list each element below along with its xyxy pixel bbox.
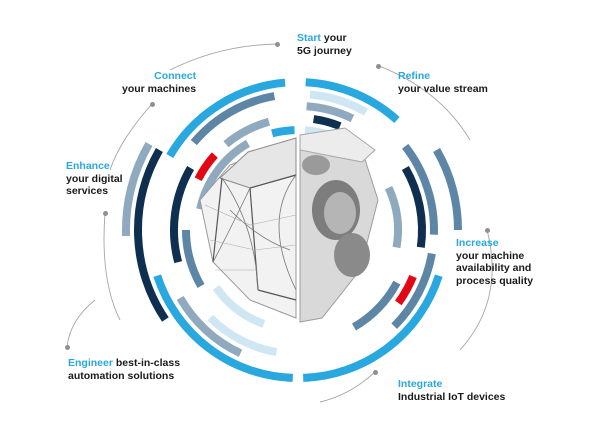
wireframe-lattice — [212, 174, 297, 291]
ring-arc-right-outermost — [433, 148, 463, 231]
connector-curve-enhance — [103, 212, 121, 321]
ring-arc-left — [182, 229, 205, 288]
connector-dot-refine — [376, 64, 381, 69]
connector-dot-engineer — [65, 345, 70, 350]
ring-arc-left-inner — [271, 126, 295, 138]
wireframe-edge — [212, 177, 223, 263]
wireframe-edge — [249, 174, 297, 189]
ring-arc-right — [384, 186, 402, 249]
ring-arc-left — [223, 117, 271, 148]
ring-arc-left-outer-upper — [166, 78, 286, 159]
ring-arc-left — [212, 285, 266, 328]
ring-arc-right-outer-lower — [303, 274, 443, 382]
solid-cube-hole — [302, 155, 330, 175]
ring-arc-right — [391, 252, 436, 330]
connector-dot-integrate — [373, 370, 378, 375]
ring-arc-left-far — [122, 142, 153, 237]
connector-dot-connect — [150, 102, 155, 107]
ring-arc-right — [306, 102, 355, 123]
ring-arc-left — [176, 295, 243, 357]
label-connect: Connect your machines — [122, 70, 197, 95]
label-enhance: Enhance your digital services — [66, 160, 123, 197]
ring-arc-left — [190, 92, 276, 146]
ring-arc-left-red — [194, 152, 218, 182]
label-integrate: Integrate Industrial IoT devices — [398, 378, 506, 403]
connector-curve-increase — [459, 229, 493, 351]
ring-arc-left — [207, 314, 278, 357]
connector-dot-increase — [485, 228, 490, 233]
ring-arcs — [122, 52, 463, 410]
label-increase: Increase your machine availability and p… — [456, 237, 534, 287]
ring-arc-right — [309, 90, 368, 116]
connector-curve-refine — [378, 65, 471, 141]
solid-cube-hole-inner — [324, 192, 356, 234]
ring-arc-left-outermost — [133, 148, 169, 322]
ring-arc-right — [351, 280, 401, 331]
connector-curve-connect — [109, 103, 153, 171]
label-start: Start your 5G journey — [297, 32, 352, 57]
connector-lines — [66, 43, 493, 403]
connector-curve-integrate — [319, 371, 376, 403]
ring-arc-left — [170, 166, 195, 264]
ring-arc-right — [402, 143, 438, 235]
label-engineer: Engineer best-in-class automation soluti… — [68, 357, 181, 382]
ring-arc-right — [312, 115, 342, 130]
solid-cube-top — [299, 127, 376, 163]
wireframe-edge — [257, 289, 297, 301]
connector-curve-start — [169, 43, 278, 71]
ring-arc-right — [401, 166, 427, 248]
ring-arc-left-outer — [153, 274, 293, 382]
connector-curve-engineer — [66, 299, 96, 348]
connector-dot-start — [275, 42, 280, 47]
cube-illustration — [199, 127, 379, 323]
ring-arc-right-outer — [305, 78, 400, 123]
label-refine: Refine your value stream — [398, 70, 488, 95]
connector-dot-enhance — [103, 211, 108, 216]
wireframe-cube-top — [219, 137, 297, 189]
solid-cube-hole — [334, 233, 370, 277]
wireframe-lattice — [204, 204, 297, 271]
ring-arc-right-red — [395, 274, 417, 306]
